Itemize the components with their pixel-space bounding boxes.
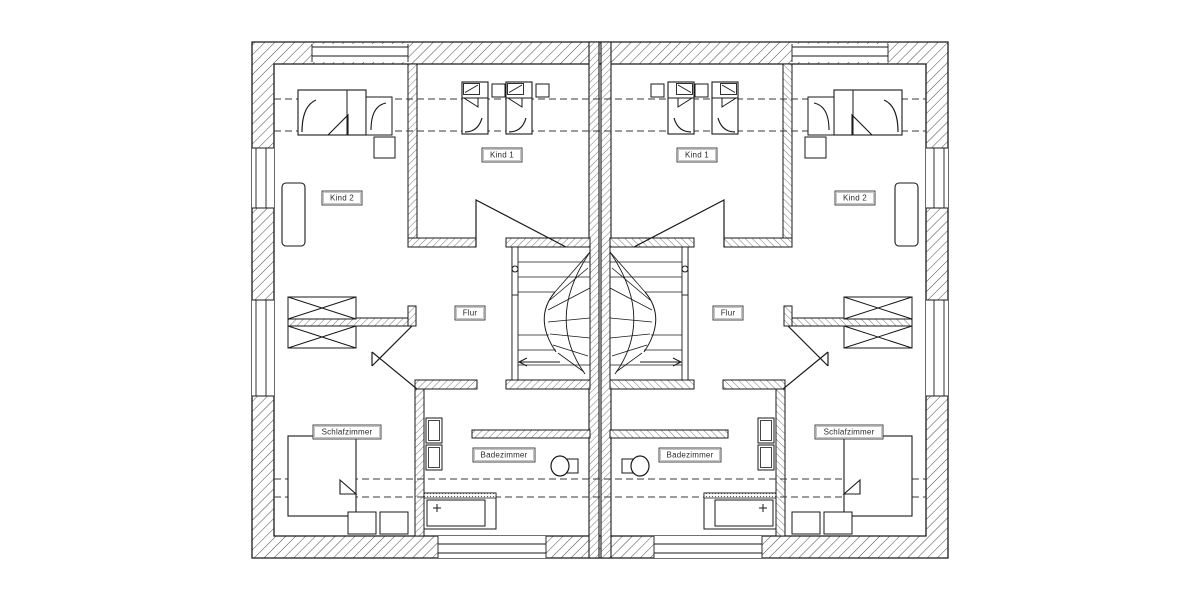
staircase-right bbox=[609, 246, 689, 381]
room-label-text: Kind 1 bbox=[685, 151, 709, 160]
wall-diagonal-flur-west-lower-left bbox=[371, 351, 418, 390]
bed-duvet-arc bbox=[301, 99, 317, 133]
room-label-inner-frame bbox=[816, 426, 882, 438]
stair-newel-post-right bbox=[681, 265, 689, 273]
wall-kind1-south-left bbox=[407, 237, 477, 248]
bathtub bbox=[423, 492, 497, 530]
room-label-kind2-right: Kind 2 bbox=[834, 190, 876, 206]
wall-diagonal-flur-north-left bbox=[475, 199, 567, 248]
nightstand bbox=[347, 511, 377, 535]
room-label-inner-frame bbox=[660, 449, 720, 461]
nightstand bbox=[823, 511, 853, 535]
bed-fold bbox=[842, 478, 861, 495]
wardrobe-crossed bbox=[843, 296, 913, 349]
closet-small bbox=[373, 136, 396, 159]
bed-single bbox=[505, 81, 533, 135]
wall-diagonal-flur-north-right bbox=[633, 199, 725, 248]
room-label-inner-frame bbox=[678, 149, 716, 161]
room-label-kind2-left: Kind 2 bbox=[321, 190, 363, 206]
furniture-right-unit bbox=[621, 81, 919, 535]
room-label-flur-left: Flur bbox=[454, 305, 486, 321]
bed-fold bbox=[339, 478, 358, 495]
room-label-inner-frame bbox=[483, 149, 521, 161]
bed-double bbox=[287, 435, 357, 517]
room-label-inner-frame bbox=[456, 307, 484, 319]
bed-single bbox=[711, 81, 739, 135]
wall-diagonal-flur-west-upper-right bbox=[787, 325, 829, 367]
wall-flur-jamb-right bbox=[783, 305, 793, 327]
room-label-flur-right: Flur bbox=[712, 305, 744, 321]
wall-bad-west-left bbox=[414, 388, 425, 537]
room-label-text: Kind 2 bbox=[843, 194, 867, 203]
bed-double bbox=[833, 89, 903, 136]
wall-stair-south-left bbox=[505, 379, 591, 390]
wall-stair-north-right bbox=[609, 237, 695, 248]
wall-bad-inner-left bbox=[471, 429, 591, 439]
bathtub bbox=[703, 492, 777, 530]
bed-duvet-arc bbox=[883, 99, 899, 133]
room-label-inner-frame bbox=[474, 449, 534, 461]
interior-walls-left-unit bbox=[287, 63, 591, 537]
room-label-badezimmer-left: Badezimmer bbox=[472, 447, 536, 463]
bed-fold bbox=[326, 113, 349, 136]
furniture-left-unit bbox=[281, 81, 579, 535]
wall-diagonal-flur-west-lower-right bbox=[782, 351, 829, 390]
room-label-text: Badezimmer bbox=[481, 451, 528, 460]
wall-flur-jamb-left bbox=[407, 305, 417, 327]
room-label-kind1-left: Kind 1 bbox=[481, 147, 523, 163]
wardrobe-tall bbox=[365, 96, 393, 136]
staircase-left bbox=[511, 246, 591, 381]
room-label-inner-frame bbox=[836, 192, 874, 204]
room-label-text: Flur bbox=[463, 309, 478, 318]
wall-bad-west-right bbox=[775, 388, 786, 537]
bed-single bbox=[667, 81, 695, 135]
bed-double bbox=[297, 89, 367, 136]
room-label-text: Flur bbox=[721, 309, 736, 318]
wall-stair-north-left bbox=[505, 237, 591, 248]
bed-double bbox=[843, 435, 913, 517]
room-label-kind1-right: Kind 1 bbox=[676, 147, 718, 163]
toilet bbox=[621, 455, 650, 477]
bed-single bbox=[461, 81, 489, 135]
wall-bad-inner-right bbox=[609, 429, 729, 439]
nightstand bbox=[491, 83, 506, 98]
toilet bbox=[550, 455, 579, 477]
stair-newel-post-left bbox=[511, 265, 519, 273]
room-label-inner-frame bbox=[323, 192, 361, 204]
nightstand bbox=[791, 511, 821, 535]
room-label-text: Schlafzimmer bbox=[322, 428, 373, 437]
wall-bad-north-right bbox=[722, 379, 786, 390]
closet-small bbox=[804, 136, 827, 159]
nightstand bbox=[379, 511, 409, 535]
wall-bad-north-left bbox=[414, 379, 478, 390]
room-label-text: Badezimmer bbox=[667, 451, 714, 460]
sofa bbox=[281, 182, 306, 247]
room-label-schlafzimmer-right: Schlafzimmer bbox=[814, 424, 884, 440]
wardrobe-tall bbox=[807, 96, 835, 136]
wall-stair-south-right bbox=[609, 379, 695, 390]
room-label-badezimmer-right: Badezimmer bbox=[658, 447, 722, 463]
room-label-inner-frame bbox=[714, 307, 742, 319]
bed-fold bbox=[851, 113, 874, 136]
wall-kind1-south-right bbox=[723, 237, 793, 248]
wall-diagonal-flur-west-upper-left bbox=[371, 325, 413, 367]
nightstand bbox=[535, 83, 550, 98]
nightstand bbox=[694, 83, 709, 98]
room-label-text: Kind 2 bbox=[330, 194, 354, 203]
room-label-text: Kind 1 bbox=[490, 151, 514, 160]
wardrobe-crossed bbox=[287, 296, 357, 349]
room-label-schlafzimmer-left: Schlafzimmer bbox=[312, 424, 382, 440]
sofa bbox=[894, 182, 919, 247]
wall-kind1-kind2-left bbox=[407, 63, 418, 247]
room-label-inner-frame bbox=[314, 426, 380, 438]
window-openings bbox=[252, 44, 948, 558]
room-label-text: Schlafzimmer bbox=[824, 428, 875, 437]
nightstand bbox=[650, 83, 665, 98]
wall-kind1-kind2-right bbox=[782, 63, 793, 247]
